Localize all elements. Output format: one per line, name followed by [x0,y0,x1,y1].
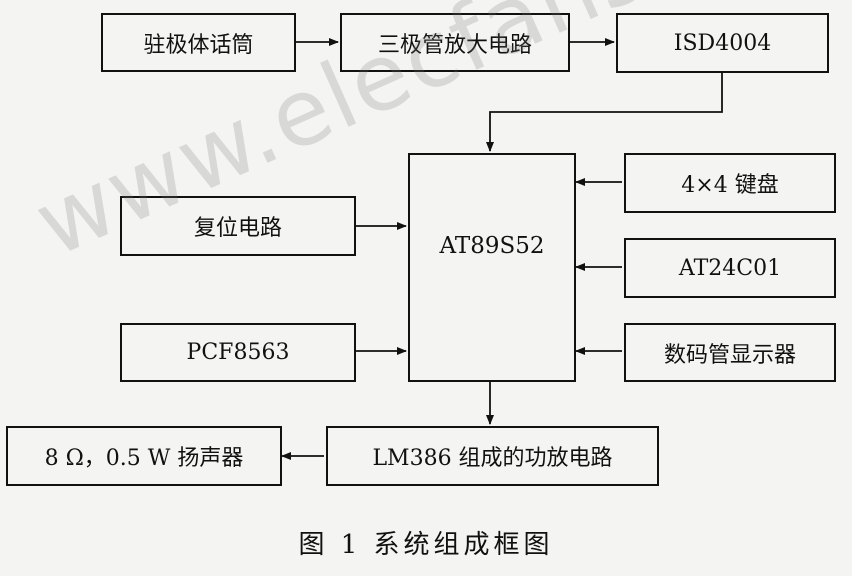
isd4004-label: ISD4004 [673,30,772,56]
reset-block: 复位电路 [120,196,356,256]
power-amp-block: LM386 组成的功放电路 [326,426,659,486]
keypad-block: 4×4 键盘 [624,153,836,213]
speaker-label: 8 Ω，0.5 W 扬声器 [44,446,244,471]
figure-caption: 图 1 系统组成框图 [298,530,554,560]
isd4004-block: ISD4004 [616,13,829,73]
reset-label: 复位电路 [193,216,282,241]
speaker-block: 8 Ω，0.5 W 扬声器 [6,426,282,486]
rtc-block: PCF8563 [120,323,356,382]
display-label: 数码管显示器 [663,342,796,368]
power-amp-label: LM386 组成的功放电路 [372,446,613,471]
triode-amp-block: 三极管放大电路 [340,13,570,72]
arrow-isd-to-mcu [486,73,723,152]
keypad-label: 4×4 键盘 [681,173,779,198]
rtc-label: PCF8563 [186,340,290,365]
electret-mic-block: 驻极体话筒 [101,13,296,72]
mcu-label: AT89S52 [439,233,545,259]
eeprom-block: AT24C01 [624,238,836,298]
electret-mic-label: 驻极体话筒 [143,32,254,58]
display-block: 数码管显示器 [624,323,836,382]
mcu-block: AT89S52 [408,153,576,382]
eeprom-label: AT24C01 [678,255,782,281]
triode-amp-label: 三极管放大电路 [377,32,532,58]
